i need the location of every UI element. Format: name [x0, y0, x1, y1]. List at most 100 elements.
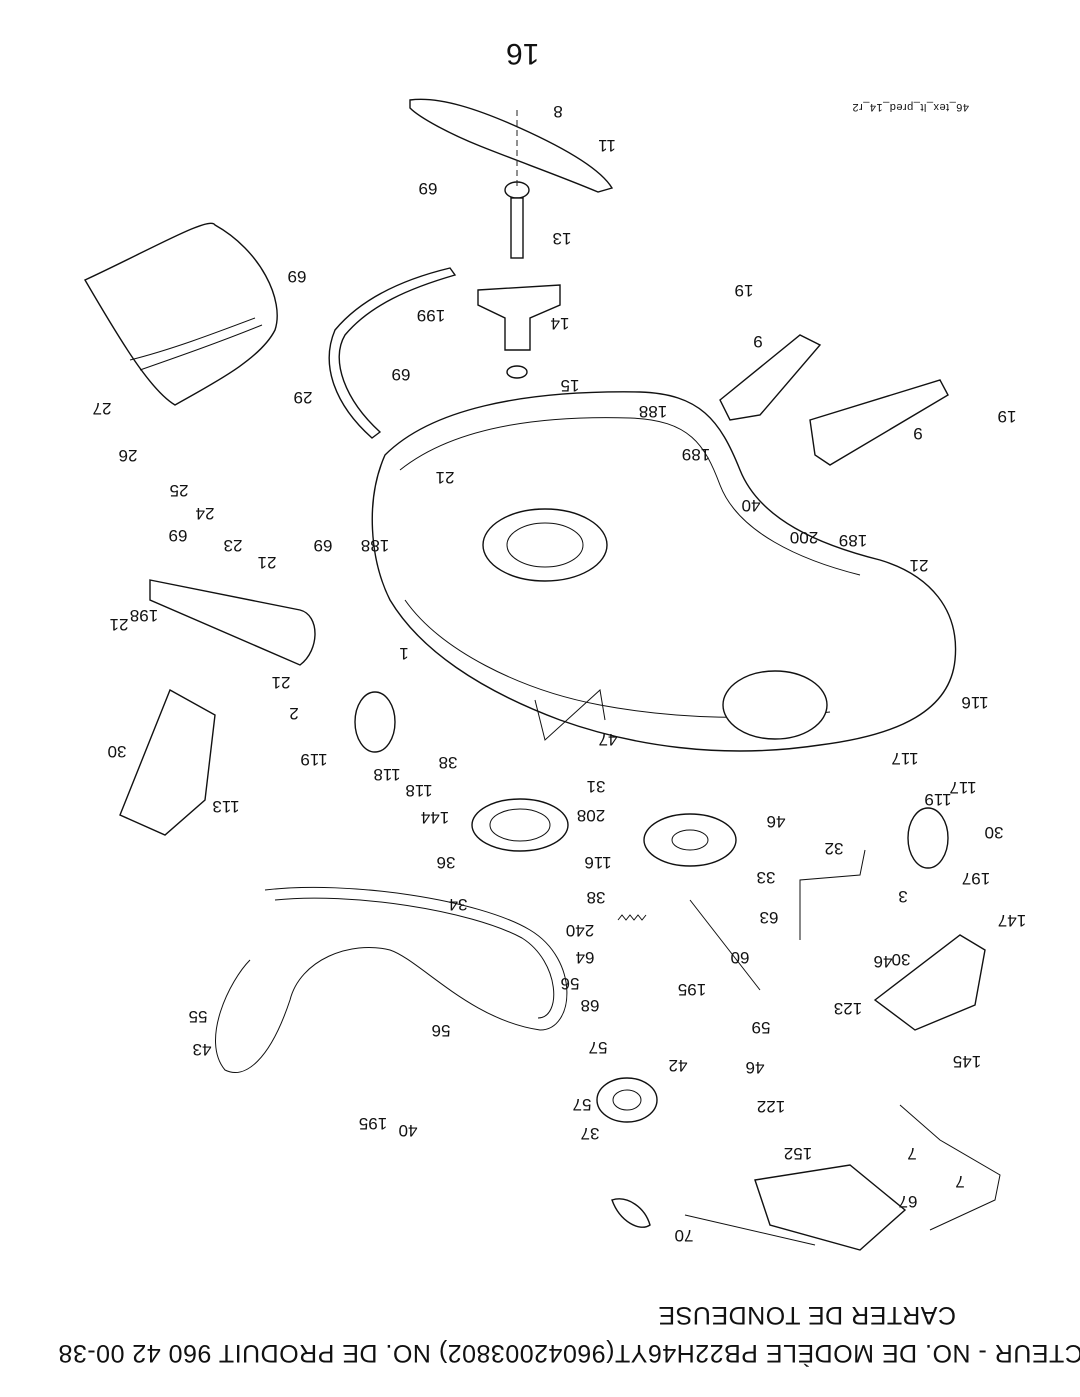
part-label-46: 46 [874, 952, 893, 971]
part-label-69: 69 [288, 267, 307, 286]
pulley-31-32 [471, 798, 569, 852]
part-label-40: 40 [742, 496, 761, 515]
part-label-43: 43 [193, 1040, 212, 1059]
part-label-34: 34 [449, 895, 468, 914]
part-label-189: 189 [839, 531, 867, 550]
part-label-11: 11 [598, 136, 616, 155]
part-label-21: 21 [258, 553, 277, 572]
part-label-27: 27 [93, 399, 112, 418]
part-label-144: 144 [421, 808, 449, 827]
part-label-188: 188 [639, 402, 667, 421]
hanger-bracket-lower [809, 379, 949, 466]
part-label-38: 38 [587, 888, 606, 907]
spring [617, 914, 647, 921]
part-label-46: 46 [746, 1058, 765, 1077]
part-label-3: 3 [898, 887, 907, 906]
part-label-69: 69 [314, 536, 333, 555]
part-label-1: 1 [399, 644, 408, 663]
part-label-21: 21 [272, 673, 291, 692]
part-label-116: 116 [961, 693, 988, 712]
belt-guard-arm [328, 267, 457, 439]
part-label-21: 21 [910, 556, 929, 575]
part-label-195: 195 [359, 1114, 387, 1133]
cable [899, 1104, 1001, 1231]
part-label-8: 8 [553, 102, 562, 121]
part-label-195: 195 [678, 980, 706, 999]
lift-link-right [799, 849, 866, 940]
part-label-198: 198 [130, 606, 158, 625]
deck-skirt-left [119, 689, 216, 836]
part-label-30: 30 [985, 823, 1004, 842]
part-label-117: 117 [949, 778, 976, 797]
part-label-19: 19 [735, 281, 754, 300]
part-label-37: 37 [581, 1124, 600, 1143]
part-label-57: 57 [589, 1038, 608, 1057]
part-label-9: 9 [913, 424, 922, 443]
idler-pulley-36 [643, 813, 737, 867]
part-label-29: 29 [294, 388, 313, 407]
part-label-38: 38 [439, 753, 458, 772]
part-label-42: 42 [669, 1056, 688, 1075]
hanger-bracket-upper [719, 334, 822, 421]
part-label-57: 57 [573, 1095, 592, 1114]
part-label-199: 199 [417, 306, 445, 325]
part-label-25: 25 [170, 481, 189, 500]
part-label-189: 189 [682, 445, 710, 464]
gauge-wheel-right [907, 807, 949, 869]
part-label-63: 63 [760, 908, 779, 927]
part-label-7: 7 [955, 1172, 964, 1191]
part-label-200: 200 [790, 528, 818, 547]
part-label-31: 31 [587, 777, 606, 796]
part-label-123: 123 [834, 999, 862, 1018]
part-label-70: 70 [675, 1226, 694, 1245]
part-label-9: 9 [753, 332, 762, 351]
baffle [149, 579, 316, 666]
part-label-46: 46 [767, 812, 786, 831]
part-label-59: 59 [752, 1018, 771, 1037]
part-label-21: 21 [436, 468, 455, 487]
part-label-26: 26 [119, 446, 138, 465]
lift-link-left [534, 689, 606, 741]
part-label-116: 116 [584, 853, 611, 872]
part-label-188: 188 [361, 536, 389, 555]
part-label-19: 19 [998, 407, 1017, 426]
part-label-69: 69 [392, 365, 411, 384]
part-label-40: 40 [399, 1121, 418, 1140]
part-label-119: 119 [300, 750, 327, 769]
gauge-wheel-left [354, 691, 396, 753]
title-line-2: CARTER DE TONDEUSE [658, 1301, 956, 1329]
part-label-33: 33 [757, 868, 776, 887]
part-label-32: 32 [825, 839, 844, 858]
discharge-chute [84, 222, 278, 406]
part-label-47: 47 [599, 730, 618, 749]
part-label-67: 67 [899, 1192, 918, 1211]
part-label-14: 14 [551, 314, 570, 333]
part-label-69: 69 [169, 526, 188, 545]
part-label-55: 55 [189, 1007, 208, 1026]
part-label-13: 13 [553, 229, 572, 248]
mower-deck [371, 391, 957, 752]
part-label-30: 30 [108, 742, 127, 761]
engagement-plate [754, 1164, 907, 1251]
part-label-113: 113 [212, 797, 239, 816]
part-label-118: 118 [373, 765, 400, 784]
part-label-152: 152 [784, 1144, 812, 1163]
part-label-197: 197 [962, 869, 990, 888]
idler-pulley-145 [596, 1077, 658, 1123]
part-label-118: 118 [405, 781, 432, 800]
part-label-30: 30 [892, 950, 911, 969]
part-label-122: 122 [757, 1097, 785, 1116]
part-label-208: 208 [577, 806, 605, 825]
part-label-15: 15 [561, 376, 580, 395]
part-label-21: 21 [110, 615, 129, 634]
deck-skirt-right [873, 934, 986, 1031]
part-label-56: 56 [432, 1021, 451, 1040]
part-label-60: 60 [731, 948, 750, 967]
part-label-240: 240 [566, 921, 594, 940]
drive-belt [215, 886, 568, 1073]
knob [611, 1198, 651, 1228]
engagement-rod [684, 1214, 816, 1246]
part-label-23: 23 [224, 536, 243, 555]
part-label-7: 7 [907, 1144, 916, 1163]
